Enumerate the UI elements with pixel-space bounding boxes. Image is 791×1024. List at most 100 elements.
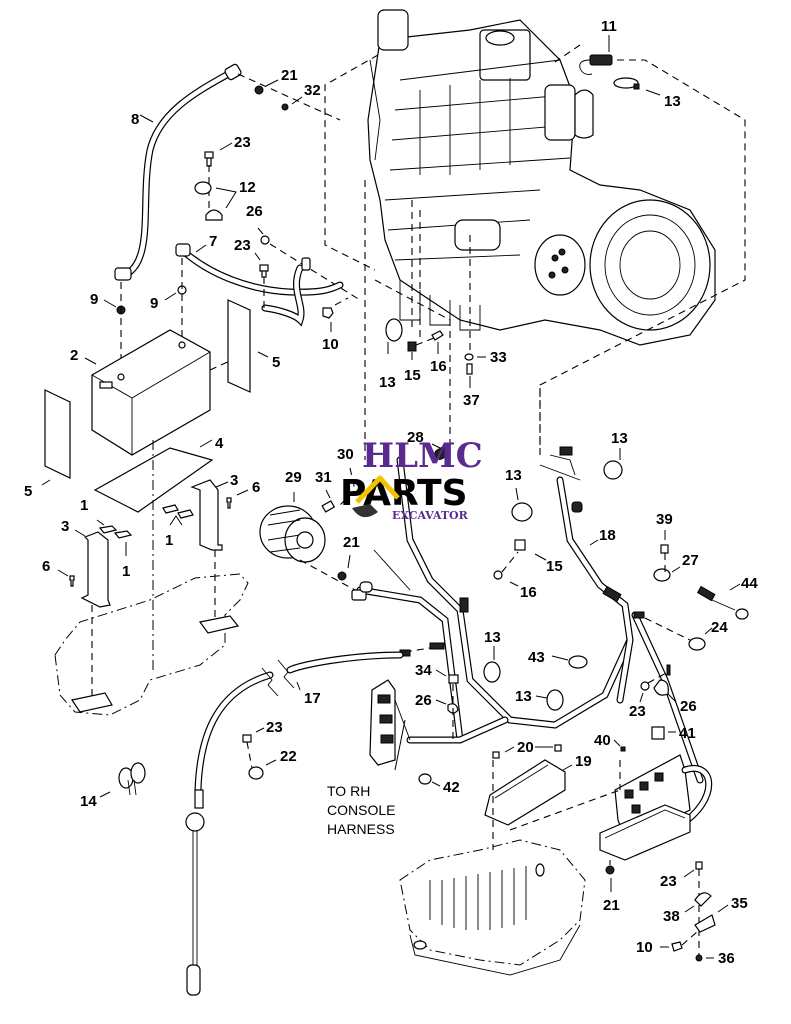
- callout-15: 15: [404, 367, 421, 384]
- callout-34: 34: [415, 662, 432, 679]
- callout-23: 23: [660, 873, 677, 890]
- callout-30: 30: [337, 446, 354, 463]
- main-wiring-harness: [351, 456, 634, 744]
- excavator-arm-icon: [352, 475, 400, 518]
- callout-15: 15: [546, 558, 563, 575]
- callout-28: 28: [407, 429, 424, 446]
- part-16-bolt-a: [431, 330, 444, 341]
- part-23-bolt-e: [695, 861, 703, 870]
- callout-13: 13: [379, 374, 396, 391]
- callout-21: 21: [281, 67, 298, 84]
- callout-39: 39: [656, 511, 673, 528]
- part-10-bolt-b: [671, 941, 683, 952]
- part-13-clamp-c: [603, 460, 623, 480]
- watermark-line3: EXCAVATOR: [392, 509, 469, 522]
- callout-26: 26: [680, 698, 697, 715]
- callout-3: 3: [61, 518, 69, 535]
- callout-26: 26: [246, 203, 263, 220]
- callout-23: 23: [234, 134, 251, 151]
- cab-floor-structure: [399, 839, 586, 976]
- part-31-terminal: [321, 500, 336, 513]
- callout-1: 1: [80, 497, 88, 514]
- callout-19: 19: [575, 753, 592, 770]
- part-5-pad-left: [44, 389, 71, 479]
- part-5-pad-right: [227, 299, 251, 393]
- part-3-bracket-right: [190, 479, 223, 551]
- part-12-clamps: [194, 181, 223, 221]
- part-26-clamp-c: [653, 664, 671, 696]
- engine-assembly: [367, 9, 716, 346]
- callout-40: 40: [594, 732, 611, 749]
- callout-5: 5: [24, 483, 32, 500]
- callout-2: 2: [70, 347, 78, 364]
- callout-3: 3: [230, 472, 238, 489]
- part-6-screw-left: [69, 575, 75, 587]
- callout-6: 6: [252, 479, 260, 496]
- callout-23: 23: [266, 719, 283, 736]
- part-42-cap: [418, 773, 432, 785]
- callout-11: 11: [601, 18, 617, 35]
- callout-13: 13: [611, 430, 628, 447]
- part-21-nut-top: [254, 85, 264, 95]
- callout-41: 41: [679, 725, 696, 742]
- part-13-clamp-e: [483, 661, 501, 683]
- callout-10: 10: [636, 939, 653, 956]
- part-23-bolt-a: [204, 151, 214, 167]
- callout-12: 12: [239, 179, 256, 196]
- callout-33: 33: [490, 349, 507, 366]
- part-20-screws: [492, 744, 562, 759]
- part-41-relay: [651, 726, 665, 740]
- part-24-switch: [688, 637, 706, 651]
- callout-13: 13: [505, 467, 522, 484]
- callout-20: 20: [517, 739, 534, 756]
- part-15-clip-a: [407, 341, 417, 352]
- callout-1: 1: [165, 532, 173, 549]
- part-35-bracket: [694, 914, 716, 933]
- callout-6: 6: [42, 558, 50, 575]
- fuse-block-base: [599, 804, 691, 861]
- callout-24: 24: [711, 619, 728, 636]
- watermark-logo: HLMC PARTS EXCAVATOR: [340, 436, 483, 522]
- callout-1: 1: [122, 563, 130, 580]
- callout-21: 21: [603, 897, 620, 914]
- part-26-nut-a: [260, 235, 270, 245]
- part-44-sensor-harness: [696, 585, 749, 620]
- part-23-bolt-b: [259, 264, 269, 278]
- part-23-bolt-d: [640, 681, 650, 691]
- part-28-connector: [434, 446, 450, 460]
- part-29-alternator: [259, 505, 326, 563]
- callout-10: 10: [322, 336, 339, 353]
- part-43-clamp: [568, 655, 588, 669]
- part-21-nut-bottom: [605, 865, 615, 875]
- part-34-bolt: [448, 674, 459, 684]
- engine-callout-boundary: [539, 59, 746, 450]
- rh-console-harness-connectors: [369, 679, 411, 766]
- callout-37: 37: [463, 392, 480, 409]
- part-1-pads-right: [162, 504, 194, 519]
- callout-5: 5: [272, 354, 280, 371]
- callout-31: 31: [315, 469, 332, 486]
- part-23-bolt-c: [242, 734, 252, 743]
- part-19-cover: [484, 759, 566, 826]
- callout-17: 17: [304, 690, 321, 707]
- callout-13: 13: [515, 688, 532, 705]
- callout-27: 27: [682, 552, 699, 569]
- callout-43: 43: [528, 649, 545, 666]
- note-line2: CONSOLE: [327, 802, 395, 818]
- callout-labels: 11 13 21 32 8 23 12 26 7 23 9 9 10 13 15…: [24, 18, 758, 967]
- callout-29: 29: [285, 469, 302, 486]
- watermark-line1: HLMC: [362, 436, 483, 476]
- part-13-clamp-d: [511, 502, 533, 522]
- callout-9: 9: [90, 291, 98, 308]
- callout-8: 8: [131, 111, 139, 128]
- callout-22: 22: [280, 748, 297, 765]
- callout-42: 42: [443, 779, 460, 796]
- callout-14: 14: [80, 793, 97, 810]
- part-37-bolt: [466, 363, 473, 375]
- part-10-bolt-a: [322, 307, 334, 319]
- part-11-sensor: [554, 44, 613, 75]
- part-13-clamp-b: [385, 318, 403, 342]
- part-15-clip-b: [514, 539, 526, 551]
